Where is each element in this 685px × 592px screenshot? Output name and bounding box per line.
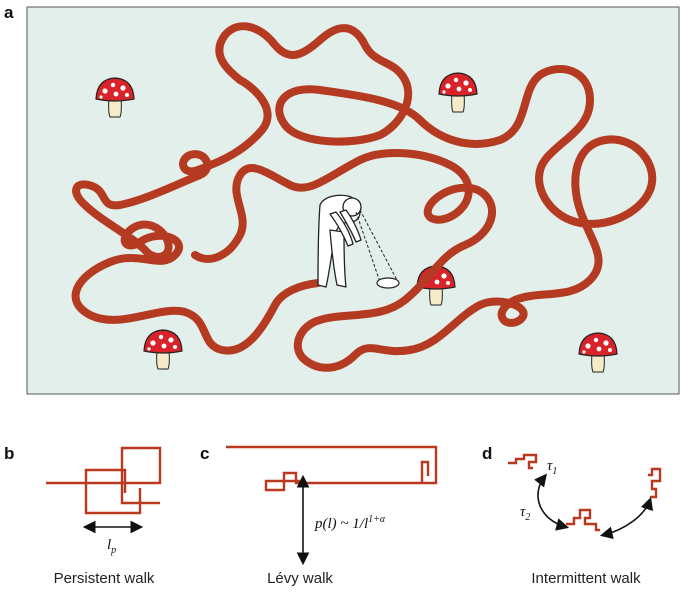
persistent-walk-path xyxy=(46,446,162,515)
persistent-walk-caption: Persistent walk xyxy=(54,570,155,587)
panel-a-letter: a xyxy=(4,3,14,22)
panel-b-letter: b xyxy=(4,444,14,463)
forager-figure xyxy=(317,194,362,288)
gaze-cone xyxy=(355,209,399,283)
gaze-spot xyxy=(376,277,400,289)
panel-c-letter: c xyxy=(200,444,209,463)
search-trail xyxy=(71,22,657,372)
relocation-arrow-1 xyxy=(534,473,570,531)
tau1-label: τ1 xyxy=(547,458,557,477)
tau2-label: τ2 xyxy=(520,504,530,523)
levy-walk-path xyxy=(226,445,438,492)
relocation-arrow-2 xyxy=(599,496,654,540)
intermittent-walk-path xyxy=(508,453,662,532)
panel-d-letter: d xyxy=(482,444,492,463)
persistence-length-label: lp xyxy=(107,537,116,556)
levy-walk-caption: Lévy walk xyxy=(267,570,333,587)
intermittent-walk-caption: Intermittent walk xyxy=(531,570,641,587)
levy-formula: p(l) ~ 1/l1+α xyxy=(314,514,386,532)
